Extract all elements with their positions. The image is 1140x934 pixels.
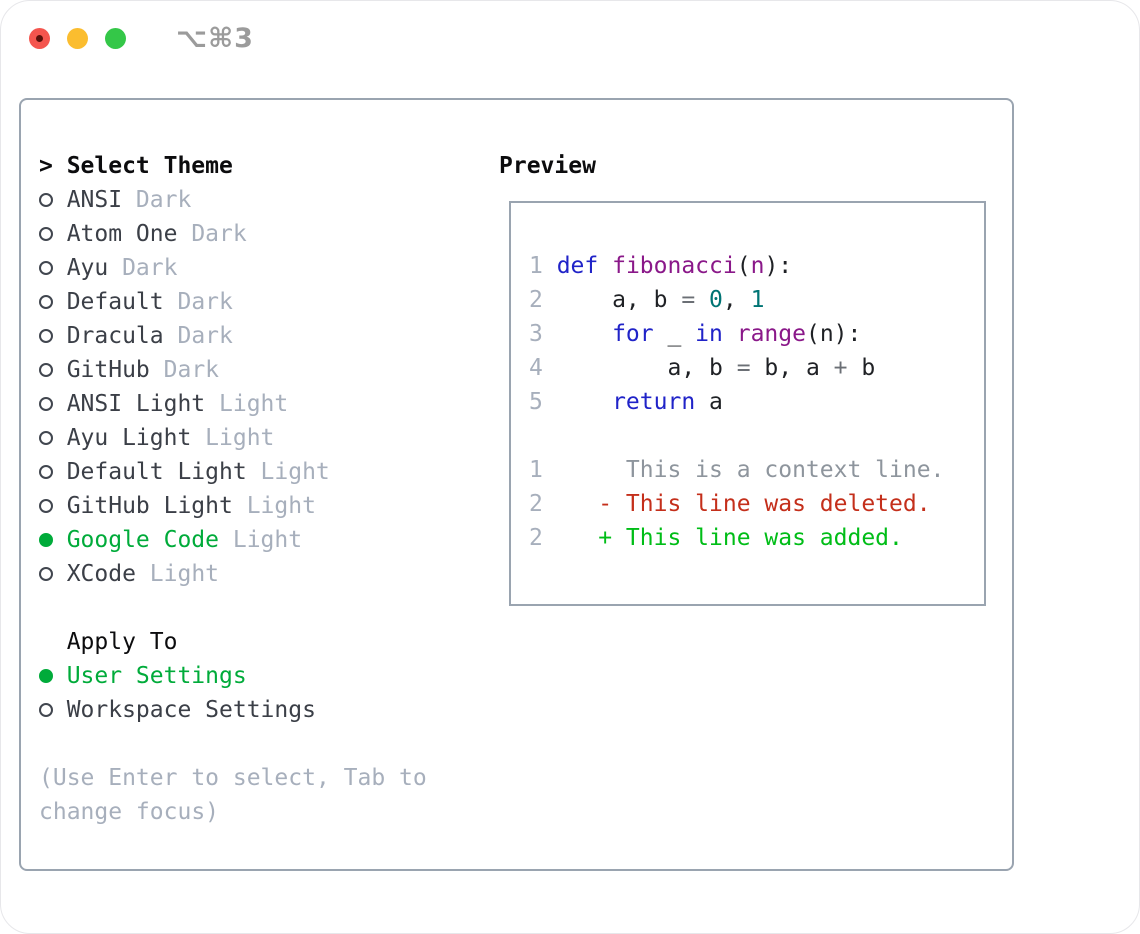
preview-header: Preview	[499, 153, 596, 179]
select-theme-header: Select Theme	[66, 153, 233, 179]
apply-option-user-settings[interactable]: User Settings	[39, 659, 427, 693]
theme-option-dracula[interactable]: Dracula Dark	[39, 319, 427, 353]
code-line	[529, 419, 984, 453]
radio-icon	[39, 431, 67, 445]
close-button[interactable]	[29, 27, 50, 49]
line-number: 5	[529, 389, 543, 415]
radio-icon	[39, 261, 67, 275]
line-number: 2	[529, 287, 543, 313]
theme-name: Default	[66, 289, 164, 315]
code-line: 5 return a	[529, 385, 984, 419]
code-line: 2 a, b = 0, 1	[529, 283, 984, 317]
theme-variant-badge: Dark	[163, 357, 220, 383]
section-gap	[39, 727, 427, 761]
theme-variant-badge: Dark	[135, 187, 192, 213]
section-gap	[39, 591, 427, 625]
line-number: 2	[529, 525, 543, 551]
theme-variant-badge: Light	[205, 425, 275, 451]
theme-name: GitHub	[66, 357, 150, 383]
theme-name: Default Light	[66, 459, 247, 485]
theme-variant-badge: Light	[232, 527, 303, 553]
theme-option-github[interactable]: GitHub Dark	[39, 353, 427, 387]
theme-variant-badge: Dark	[177, 289, 233, 315]
theme-variant-badge: Light	[149, 561, 220, 587]
radio-icon	[39, 533, 67, 547]
line-number: 4	[529, 355, 543, 381]
zoom-button[interactable]	[105, 27, 126, 49]
hint-line: change focus)	[39, 799, 220, 825]
code-line: 2 + This line was added.	[529, 521, 984, 555]
window-title: ⌥⌘3	[176, 22, 254, 54]
hint-line: (Use Enter to select, Tab to	[39, 765, 427, 791]
radio-icon	[39, 465, 67, 479]
radio-icon	[39, 703, 67, 717]
cursor-indicator: >	[39, 153, 53, 179]
theme-option-atom-one[interactable]: Atom One Dark	[39, 217, 427, 251]
code-line: 4 a, b = b, a + b	[529, 351, 984, 385]
theme-name: Dracula	[66, 323, 164, 349]
minimize-button[interactable]	[67, 27, 88, 49]
radio-icon	[39, 397, 67, 411]
radio-icon	[39, 295, 67, 309]
code-line: 1 This is a context line.	[529, 453, 984, 487]
line-number: 2	[529, 491, 543, 517]
theme-option-default[interactable]: Default Dark	[39, 285, 427, 319]
select-theme-header-row: > Select Theme	[39, 149, 427, 183]
theme-name: Atom One	[66, 221, 178, 247]
line-number: 1	[529, 253, 543, 279]
theme-variant-badge: Dark	[177, 323, 233, 349]
titlebar: ⌥⌘3	[29, 23, 254, 54]
radio-icon	[39, 499, 67, 513]
apply-to-header-row: Apply To	[39, 625, 427, 659]
radio-icon	[39, 193, 67, 207]
theme-name: ANSI	[66, 187, 123, 213]
theme-variant-badge: Light	[260, 459, 330, 485]
theme-variant-badge: Light	[246, 493, 316, 519]
theme-variant-badge: Light	[219, 391, 289, 417]
theme-option-default-light[interactable]: Default Light Light	[39, 455, 427, 489]
line-number: 3	[529, 321, 543, 347]
theme-variant-badge: Dark	[191, 221, 247, 247]
apply-option-workspace-settings[interactable]: Workspace Settings	[39, 693, 427, 727]
theme-variant-badge: Dark	[122, 255, 178, 281]
apply-option-label: User Settings	[66, 663, 247, 689]
radio-icon	[39, 669, 67, 683]
theme-name: XCode	[66, 561, 136, 587]
theme-name: Ayu Light	[66, 425, 192, 451]
theme-option-ansi[interactable]: ANSI Dark	[39, 183, 427, 217]
code-line: 2 - This line was deleted.	[529, 487, 984, 521]
hint-text: (Use Enter to select, Tab to change focus…	[39, 761, 427, 829]
theme-option-ansi-light[interactable]: ANSI Light Light	[39, 387, 427, 421]
code-line: 3 for _ in range(n):	[529, 317, 984, 351]
apply-option-label: Workspace Settings	[66, 697, 316, 723]
radio-icon	[39, 567, 67, 581]
radio-icon	[39, 227, 67, 241]
theme-name: GitHub Light	[66, 493, 233, 519]
theme-option-google-code[interactable]: Google Code Light	[39, 523, 427, 557]
theme-option-xcode[interactable]: XCode Light	[39, 557, 427, 591]
radio-icon	[39, 363, 67, 377]
theme-option-ayu-light[interactable]: Ayu Light Light	[39, 421, 427, 455]
theme-option-github-light[interactable]: GitHub Light Light	[39, 489, 427, 523]
theme-name: Google Code	[66, 527, 220, 553]
theme-name: Ayu	[66, 255, 109, 281]
radio-icon	[39, 329, 67, 343]
line-number: 1	[529, 457, 543, 483]
theme-name: ANSI Light	[66, 391, 206, 417]
theme-option-ayu[interactable]: Ayu Dark	[39, 251, 427, 285]
apply-to-header: Apply To	[66, 629, 178, 655]
